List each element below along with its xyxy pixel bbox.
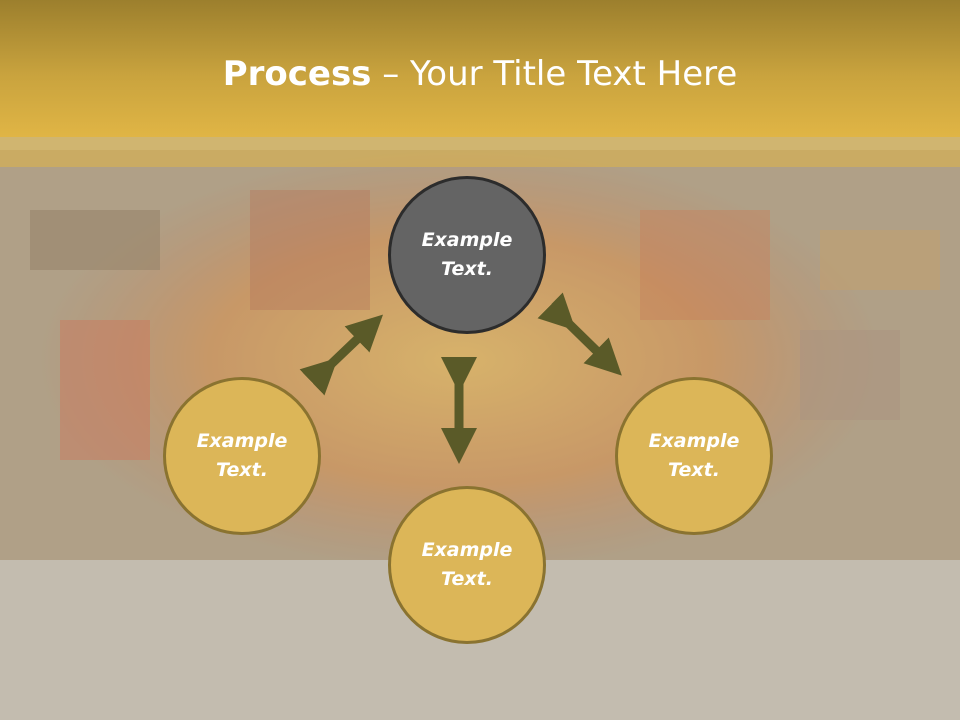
title-rest: – Your Title Text Here (371, 54, 738, 94)
title-bar (0, 0, 960, 137)
node-left-line1: Example (196, 430, 288, 452)
node-right-line2: Text. (668, 459, 720, 481)
node-bottom-line2: Text. (441, 568, 493, 590)
node-bottom-line1: Example (421, 539, 513, 561)
node-left-line2: Text. (216, 459, 268, 481)
node-right-line1: Example (648, 430, 740, 452)
node-top-line1: Example (421, 229, 513, 251)
title-bold: Process (222, 54, 372, 94)
title-band (0, 137, 960, 167)
node-top-line2: Text. (441, 258, 493, 280)
slide-title: Process – Your Title Text Here (0, 52, 960, 96)
